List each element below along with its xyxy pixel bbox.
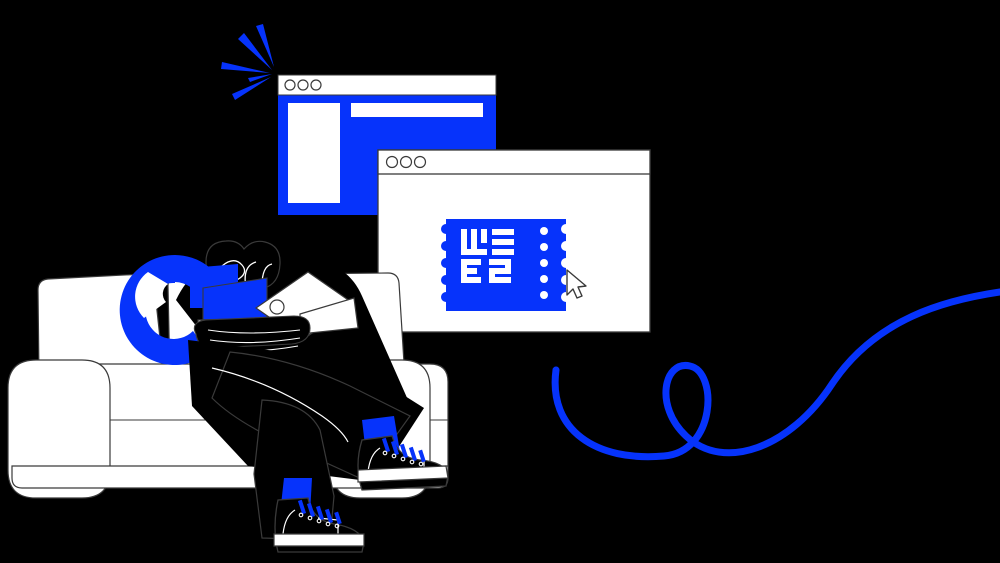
window-back-sidebar-panel[interactable] [288, 103, 340, 203]
shoe-toe-line [282, 509, 296, 535]
mouse-cursor-icon[interactable] [566, 269, 587, 299]
window-back-traffic-lights[interactable] [284, 79, 322, 91]
ticket-perforation [540, 227, 548, 299]
laptop-logo-icon [269, 299, 285, 315]
window-front-traffic-lights[interactable] [385, 155, 427, 169]
trouser-crease [211, 367, 349, 443]
window-dot-icon[interactable] [385, 155, 399, 169]
ticket-graphic[interactable] [441, 219, 566, 311]
window-dot-icon[interactable] [310, 79, 322, 91]
window-back-titlebar[interactable] [277, 74, 497, 96]
shoe-laces [297, 499, 342, 525]
window-dot-icon[interactable] [413, 155, 427, 169]
decorative-squiggle [551, 288, 1000, 461]
person-with-laptop [119, 240, 449, 553]
browser-window-front[interactable] [377, 149, 651, 333]
shoe-eyelets [382, 450, 424, 467]
sparkle-burst [221, 24, 274, 100]
person-shoe-back [357, 416, 449, 491]
window-back-search-bar[interactable] [351, 103, 483, 117]
window-dot-icon[interactable] [297, 79, 309, 91]
shoe-sole [357, 465, 449, 483]
ticket-logo [461, 229, 514, 283]
shoe-laces [381, 437, 426, 463]
shoe-eyelets [298, 512, 340, 529]
window-dot-icon[interactable] [399, 155, 413, 169]
window-dot-icon[interactable] [284, 79, 296, 91]
person-shoe-front [273, 497, 365, 553]
shoe-sole [273, 533, 365, 547]
